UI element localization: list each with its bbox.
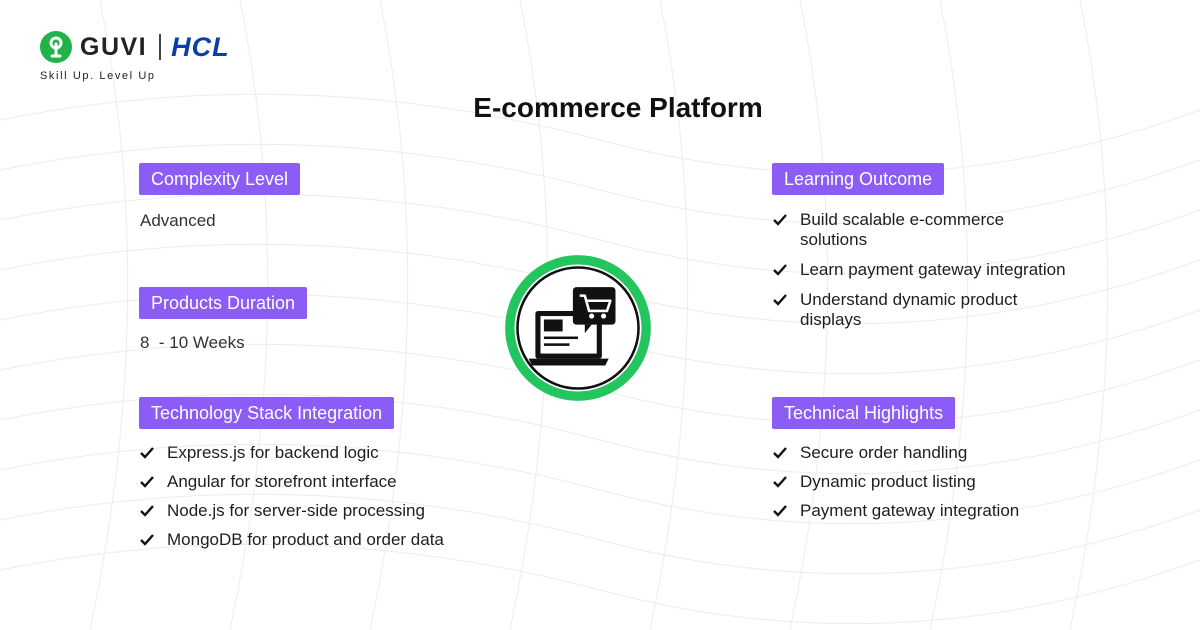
list-item-text: Learn payment gateway integration xyxy=(800,260,1066,279)
technical-highlights-list: Secure order handling Dynamic product li… xyxy=(772,443,1019,521)
tech-stack-list: Express.js for backend logic Angular for… xyxy=(139,443,444,550)
list-item: Secure order handling xyxy=(772,443,1019,463)
list-item: Learn payment gateway integration xyxy=(772,260,1066,280)
list-item-text: Payment gateway integration xyxy=(800,501,1020,520)
guvi-logo-icon xyxy=(40,31,72,63)
list-item-text: solutions xyxy=(800,230,868,249)
hcl-name: HCL xyxy=(171,31,230,62)
list-item-text: Build scalable e-commerce xyxy=(800,210,1005,229)
technical-highlights-heading: Technical Highlights xyxy=(772,397,956,429)
list-item: Node.js for server-side processing xyxy=(139,501,444,521)
learning-outcome-heading: Learning Outcome xyxy=(772,163,945,195)
list-item: Payment gateway integration xyxy=(772,501,1019,521)
page-title: E-commerce Platform xyxy=(473,92,763,123)
list-item-text: Understand dynamic product xyxy=(800,290,1018,309)
duration-heading: Products Duration xyxy=(139,287,308,319)
duration-value: 8 - 10 Weeks xyxy=(140,333,245,352)
list-item-text: Express.js for backend logic xyxy=(167,443,379,462)
logo-divider xyxy=(159,34,162,60)
list-item: Angular for storefront interface xyxy=(139,472,444,492)
list-item: MongoDB for product and order data xyxy=(139,530,444,550)
brand-logo: GUVI HCL Skill Up. Level Up xyxy=(40,30,340,90)
learning-outcome-list: Build scalable e-commerce solutions Lear… xyxy=(772,210,1066,330)
check-icon xyxy=(773,447,787,459)
guvi-name: GUVI xyxy=(80,32,148,61)
list-item-text: MongoDB for product and order data xyxy=(167,530,444,549)
list-item: Understand dynamic product displays xyxy=(772,290,1066,330)
list-item-text: Angular for storefront interface xyxy=(167,472,397,491)
complexity-heading: Complexity Level xyxy=(139,163,301,195)
tech-stack-heading: Technology Stack Integration xyxy=(139,397,395,429)
list-item-text: Node.js for server-side processing xyxy=(167,501,425,520)
list-item-text: Secure order handling xyxy=(800,443,968,462)
list-item-text: displays xyxy=(800,310,862,329)
check-icon xyxy=(140,447,154,459)
check-icon xyxy=(140,534,154,546)
complexity-value: Advanced xyxy=(140,211,216,230)
list-item: Express.js for backend logic xyxy=(139,443,444,463)
check-icon xyxy=(140,476,154,488)
check-icon xyxy=(140,505,154,517)
list-item: Build scalable e-commerce solutions xyxy=(772,210,1066,250)
tagline: Skill Up. Level Up xyxy=(40,70,156,82)
laptop-shopping-cart-icon xyxy=(505,255,651,401)
check-icon xyxy=(773,294,787,306)
check-icon xyxy=(773,505,787,517)
list-item: Dynamic product listing xyxy=(772,472,1019,492)
check-icon xyxy=(773,476,787,488)
list-item-text: Dynamic product listing xyxy=(800,472,976,491)
check-icon xyxy=(773,264,787,276)
check-icon xyxy=(773,214,787,226)
